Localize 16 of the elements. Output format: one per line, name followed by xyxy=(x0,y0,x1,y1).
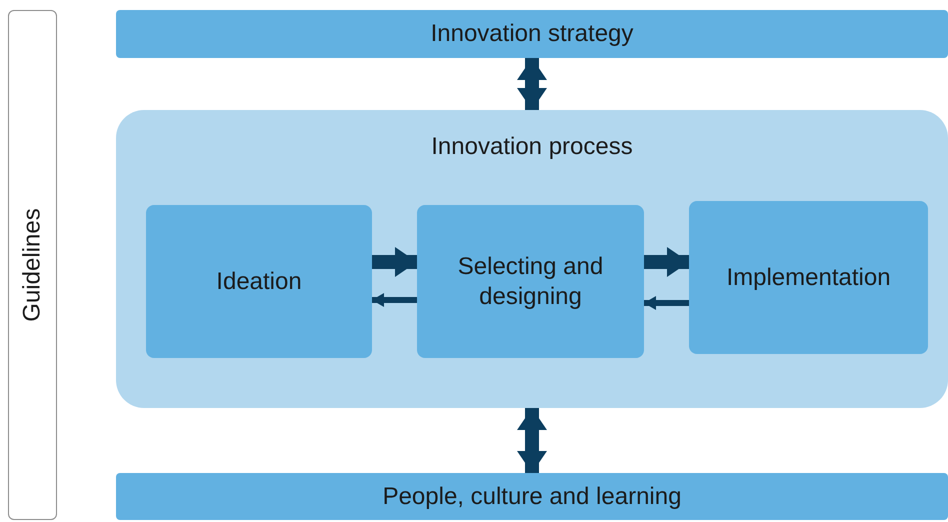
foundation-bar xyxy=(116,473,948,520)
node-label: People, culture and learning xyxy=(382,482,682,512)
node-label: Selecting and designing xyxy=(456,252,604,312)
container-title: Innovation process xyxy=(430,132,634,162)
guidelines-panel xyxy=(8,10,57,520)
arrow xyxy=(644,297,689,309)
arrow xyxy=(372,294,417,306)
process-box xyxy=(689,201,928,354)
vertical-label: Guidelines xyxy=(18,207,46,324)
node-label: Ideation xyxy=(215,266,303,296)
node-label: Implementation xyxy=(725,262,892,292)
process-box xyxy=(417,205,644,358)
process-container xyxy=(116,110,948,408)
node-label: Innovation strategy xyxy=(430,19,634,49)
process-box xyxy=(146,205,372,358)
strategy-bar xyxy=(116,10,948,58)
